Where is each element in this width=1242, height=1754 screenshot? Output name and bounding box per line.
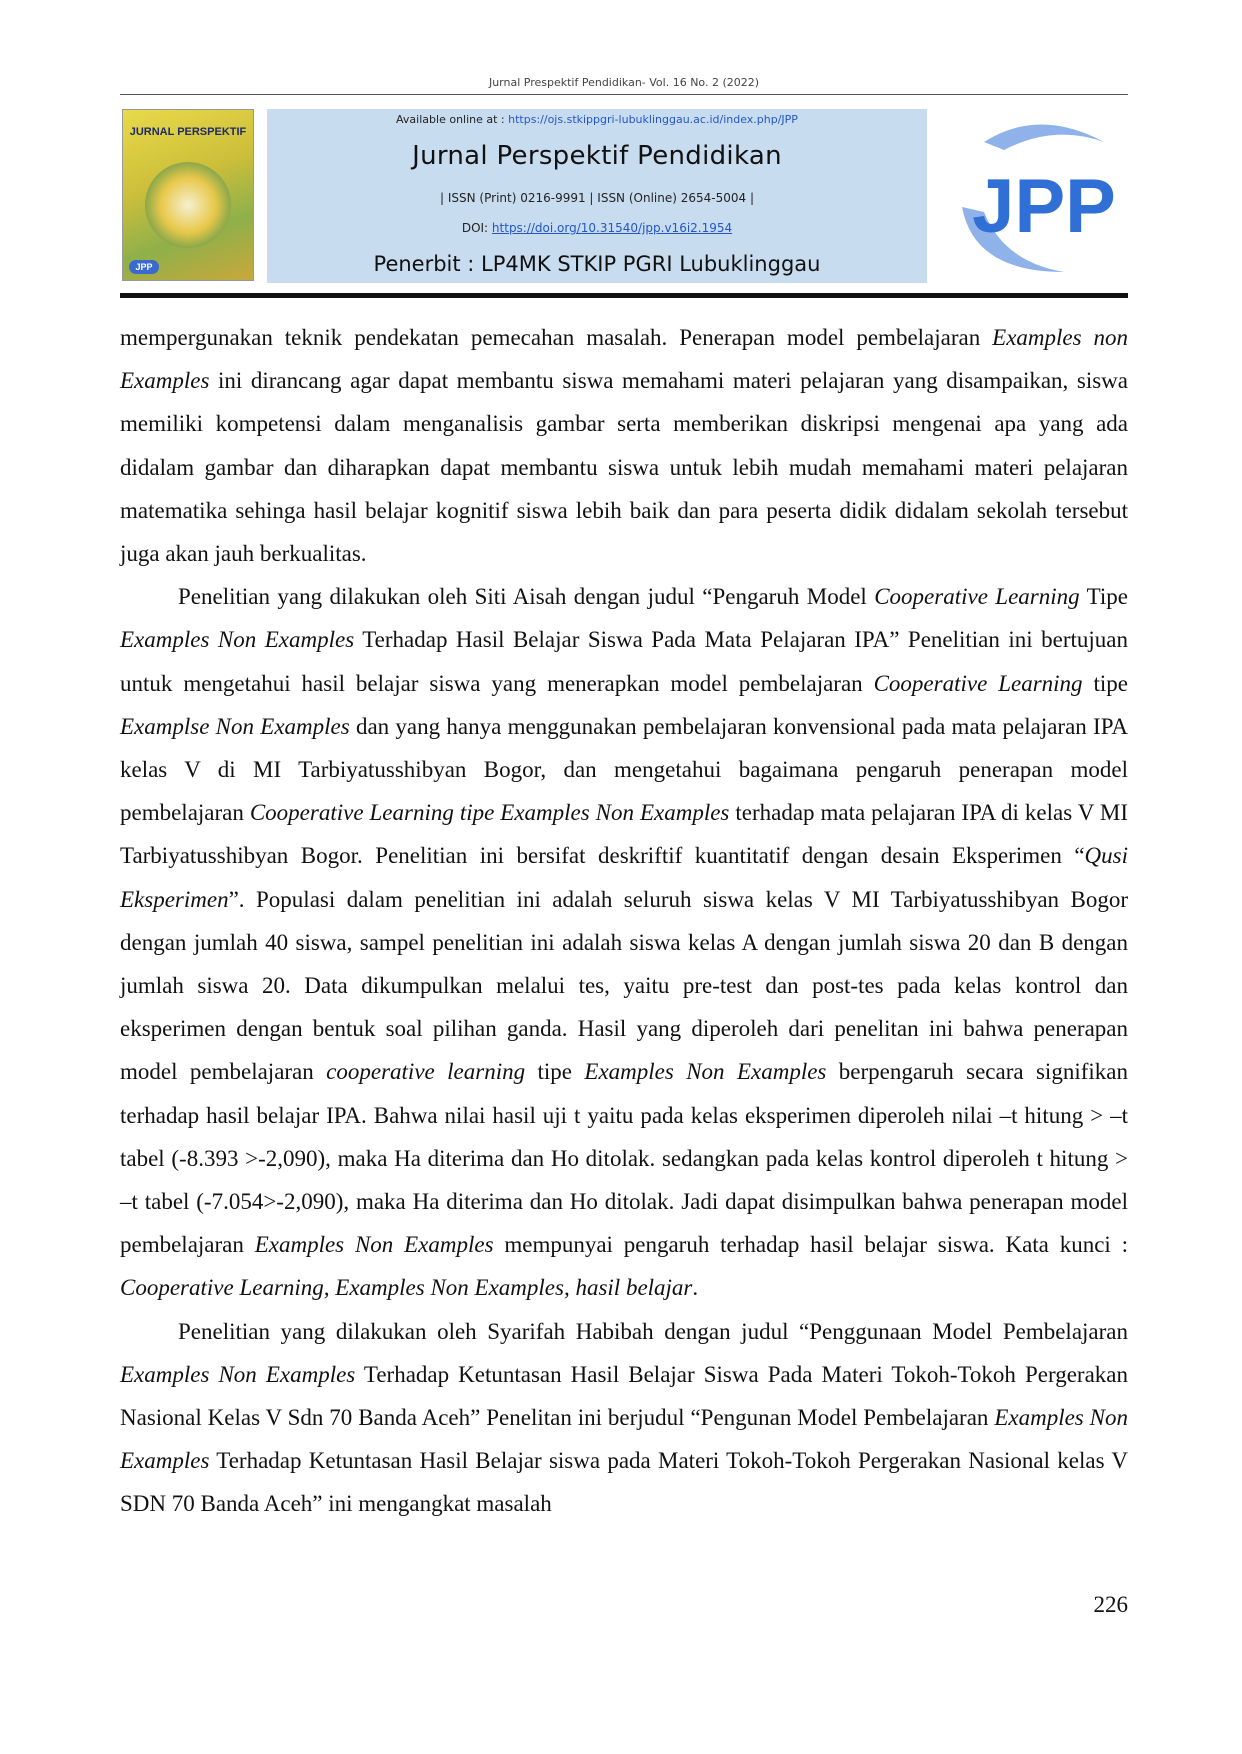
logo-swoosh-top	[984, 124, 1104, 150]
text-run: Terhadap Ketuntasan Hasil Belajar Siswa …	[120, 1361, 1128, 1431]
availability-label: Available online at :	[396, 113, 509, 126]
cover-illustration	[145, 162, 231, 248]
journal-url-link[interactable]: https://ojs.stkippgri-lubuklinggau.ac.id…	[508, 113, 798, 126]
text-run: berpengaruh secara signifikan terhadap h…	[120, 1059, 1128, 1258]
journal-cover-image: JURNAL PERSPEKTIF JPP	[122, 109, 254, 281]
publisher-line: Penerbit : LP4MK STKIP PGRI Lubuklinggau	[373, 252, 821, 276]
issn-line: | ISSN (Print) 0216-9991 | ISSN (Online)…	[440, 191, 754, 205]
jpp-logo-icon: JPP	[962, 124, 1116, 272]
doi-link[interactable]: https://doi.org/10.31540/jpp.v16i2.1954	[491, 221, 733, 235]
italic-term: Examples Non Examples	[120, 1405, 1128, 1474]
text-run: Penelitian yang dilakukan oleh Syarifah …	[178, 1318, 1128, 1344]
italic-term: Cooperative Learning tipe Examples Non E…	[249, 800, 730, 826]
italic-term: Examples Non Examples	[120, 1361, 356, 1387]
availability-line: Available online at : https://ojs.stkipp…	[267, 113, 927, 126]
text-run: Terhadap Ketuntasan Hasil Belajar siswa …	[120, 1448, 1128, 1517]
italic-term: Examplse Non Examples	[120, 713, 350, 739]
italic-term: Examples Non Examples	[584, 1059, 827, 1085]
text-run: ini dirancang agar dapat membantu siswa …	[120, 368, 1128, 567]
text-run: tipe	[525, 1059, 585, 1085]
journal-title: Jurnal Perspektif Pendidikan	[412, 141, 782, 171]
header-divider	[120, 94, 1128, 95]
italic-term: Examples Non Examples	[254, 1232, 494, 1258]
doi-line: DOI: https://doi.org/10.31540/jpp.v16i2.…	[267, 221, 927, 235]
italic-term: Cooperative Learning	[874, 584, 1080, 610]
body-paragraph: mempergunakan teknik pendekatan pemecaha…	[120, 316, 1128, 575]
text-run: tipe	[1082, 670, 1128, 696]
cover-badge: JPP	[129, 260, 159, 274]
journal-banner: Available online at : https://ojs.stkipp…	[267, 109, 927, 283]
text-run: Penelitian yang dilakukan oleh Siti Aisa…	[178, 584, 875, 610]
banner-divider	[120, 293, 1128, 298]
italic-term: Qusi Eksperimen	[120, 843, 1128, 912]
text-run: mempergunakan teknik pendekatan pemecaha…	[120, 325, 993, 350]
text-run: Terhadap Hasil Belajar Siswa Pada Mata P…	[120, 627, 1128, 696]
article-body: mempergunakan teknik pendekatan pemecaha…	[120, 316, 1128, 1526]
text-run: mempunyai pengaruh terhadap hasil belaja…	[493, 1232, 1129, 1258]
italic-term: Examples Non Examples	[120, 627, 355, 653]
text-run: ”. Populasi dalam penelitian ini adalah …	[120, 886, 1128, 1085]
text-run: .	[692, 1275, 699, 1301]
italic-term: Cooperative Learning	[873, 670, 1083, 696]
text-run: terhadap mata pelajaran IPA di kelas V M…	[120, 800, 1128, 869]
page-number: 226	[1093, 1592, 1129, 1617]
body-paragraph: Penelitian yang dilakukan oleh Syarifah …	[120, 1310, 1128, 1526]
body-paragraph: Penelitian yang dilakukan oleh Siti Aisa…	[120, 575, 1128, 1309]
cover-title: JURNAL PERSPEKTIF	[129, 126, 247, 138]
text-run: Tipe	[1079, 584, 1128, 610]
italic-term: Examples non Examples	[120, 325, 1128, 394]
logo-text: JPP	[972, 164, 1116, 249]
logo-swoosh-bottom	[962, 207, 1064, 272]
running-head: Jurnal Prespektif Pendidikan- Vol. 16 No…	[488, 76, 760, 89]
italic-term: cooperative learning	[326, 1059, 526, 1085]
italic-term: Cooperative Learning, Examples Non Examp…	[120, 1275, 693, 1301]
doi-label: DOI:	[461, 221, 492, 235]
text-run: dan yang hanya menggunakan pembelajaran …	[120, 713, 1128, 826]
